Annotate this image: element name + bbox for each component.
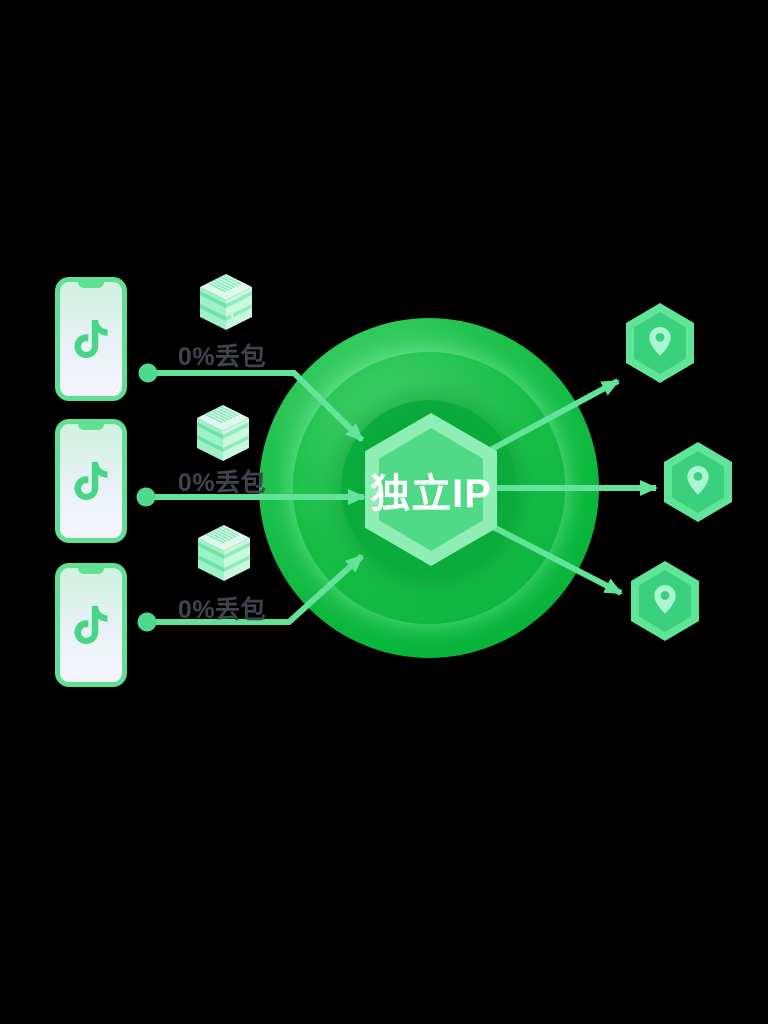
tiktok-note-icon [74, 462, 108, 500]
tiktok-note-icon [74, 606, 108, 644]
location-pin-icon [654, 585, 676, 614]
location-node-2 [664, 442, 732, 522]
location-node-3 [631, 561, 699, 641]
packet-loss-label-3: 0%丢包 [177, 596, 267, 624]
packet-loss-label-1: 0%丢包 [177, 343, 267, 371]
server-stack-icon-3 [198, 525, 250, 581]
location-pin-icon [649, 327, 671, 356]
phone-device-1 [55, 277, 127, 401]
server-stack-icon-1 [200, 274, 252, 330]
tiktok-note-icon [74, 320, 108, 358]
phone-device-3 [55, 563, 127, 687]
location-pin-icon [687, 466, 709, 495]
server-stack-icon-2 [197, 405, 249, 461]
location-node-1 [626, 303, 694, 383]
phone-device-2 [55, 419, 127, 543]
phone-notch [78, 281, 104, 288]
connector-dot-3 [137, 612, 157, 632]
phone-notch [78, 567, 104, 574]
packet-loss-label-2: 0%丢包 [177, 469, 267, 497]
independent-ip-label: 独立IP [370, 471, 492, 516]
connector-dot-2 [136, 487, 156, 507]
independent-ip-node-inner [379, 428, 483, 551]
connector-dot-1 [138, 363, 158, 383]
phone-notch [78, 423, 104, 430]
